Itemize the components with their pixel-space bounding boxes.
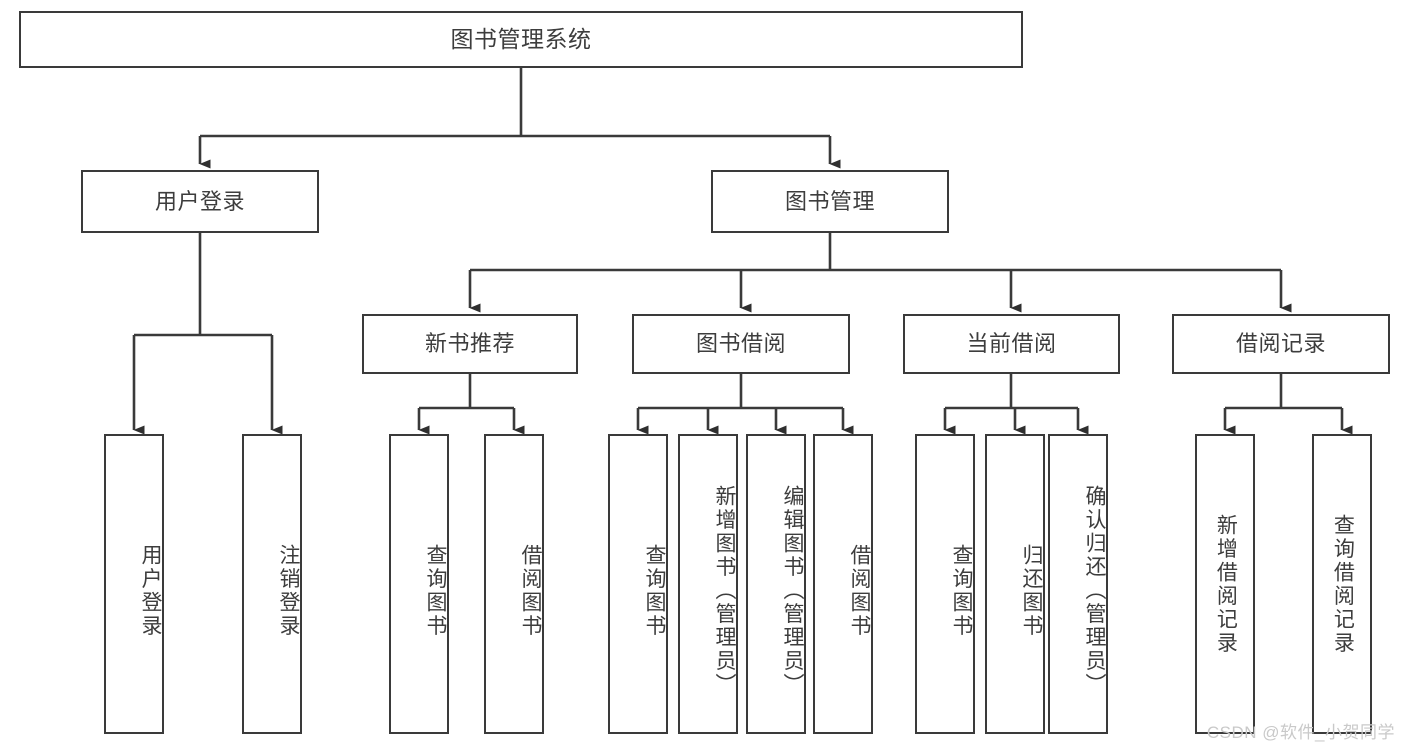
node-user-login[interactable]: 用户登录 (81, 170, 319, 233)
node-label: 借阅记录 (1235, 331, 1326, 357)
node-label: 新增图书（管理员） (713, 485, 736, 697)
leaf-book-borrow-add-book-admin[interactable]: 新增图书（管理员） (678, 434, 738, 734)
leaf-book-borrow-edit-book-admin[interactable]: 编辑图书（管理员） (746, 434, 806, 734)
node-label: 借阅图书 (519, 544, 542, 638)
node-current-borrow[interactable]: 当前借阅 (903, 314, 1120, 374)
node-label: 查询图书 (424, 544, 447, 638)
node-label: 新书推荐 (424, 331, 515, 357)
leaf-user-login-login[interactable]: 用户登录 (104, 434, 164, 734)
node-label: 新增借阅记录 (1214, 513, 1238, 655)
node-book-borrow[interactable]: 图书借阅 (632, 314, 850, 374)
leaf-book-borrow-borrow-book[interactable]: 借阅图书 (813, 434, 873, 734)
leaf-user-login-logout[interactable]: 注销登录 (242, 434, 302, 734)
node-label: 归还图书 (1020, 544, 1043, 638)
node-label: 图书管理 (784, 188, 875, 214)
node-root-book-management-system[interactable]: 图书管理系统 (19, 11, 1023, 68)
leaf-new-book-query-book[interactable]: 查询图书 (389, 434, 449, 734)
node-new-book-recommend[interactable]: 新书推荐 (362, 314, 578, 374)
node-label: 确认归还（管理员） (1083, 485, 1106, 697)
node-label: 用户登录 (139, 544, 162, 638)
leaf-current-borrow-confirm-return-admin[interactable]: 确认归还（管理员） (1048, 434, 1108, 734)
node-label: 借阅图书 (848, 544, 871, 638)
node-label: 图书管理系统 (450, 25, 592, 52)
node-label: 当前借阅 (966, 331, 1057, 357)
node-borrow-record[interactable]: 借阅记录 (1172, 314, 1390, 374)
watermark-text: CSDN @软件_小贺同学 (1206, 723, 1395, 742)
leaf-borrow-record-add-record[interactable]: 新增借阅记录 (1195, 434, 1255, 734)
node-label: 查询图书 (950, 544, 973, 638)
node-label: 图书借阅 (695, 331, 786, 357)
leaf-current-borrow-query-book[interactable]: 查询图书 (915, 434, 975, 734)
node-book-management[interactable]: 图书管理 (711, 170, 949, 233)
node-label: 查询借阅记录 (1331, 513, 1355, 655)
leaf-book-borrow-query-book[interactable]: 查询图书 (608, 434, 668, 734)
leaf-new-book-borrow-book[interactable]: 借阅图书 (484, 434, 544, 734)
node-label: 用户登录 (154, 188, 245, 214)
node-label: 编辑图书（管理员） (781, 485, 804, 697)
leaf-current-borrow-return-book[interactable]: 归还图书 (985, 434, 1045, 734)
node-label: 注销登录 (277, 544, 300, 638)
leaf-borrow-record-query-record[interactable]: 查询借阅记录 (1312, 434, 1372, 734)
node-label: 查询图书 (643, 544, 666, 638)
